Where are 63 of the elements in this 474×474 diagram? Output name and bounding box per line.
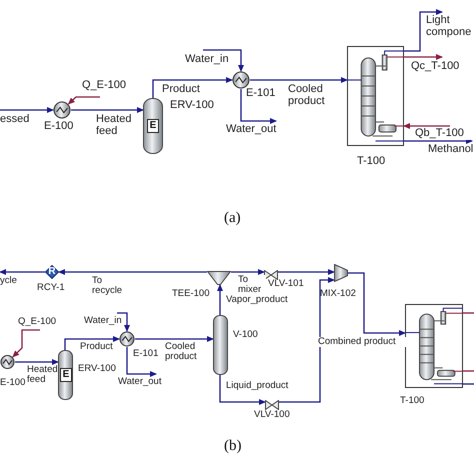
stream-arrow [126, 347, 157, 377]
stream-arrow [403, 123, 450, 129]
equipment-label: ERV-100 [78, 364, 116, 374]
heat-exchanger-symbol [53, 101, 71, 119]
equipment-label: V-100 [233, 330, 258, 340]
equipment-label: RCY-1 [37, 283, 65, 293]
equipment-label: MIX-102 [320, 289, 356, 299]
stream-arrow [217, 284, 223, 315]
stream-label: Qb_T-100 [415, 128, 470, 140]
panel-label: (a) [224, 210, 241, 227]
splitter-symbol [207, 271, 231, 285]
mixer-symbol [334, 264, 348, 282]
stream-arrow [152, 77, 233, 98]
stream-label: Heated feed [96, 114, 130, 138]
stream-label: Heated feed [27, 365, 57, 385]
stream-arrow [203, 49, 244, 72]
equipment-label: TEE-100 [172, 289, 210, 299]
stream-arrow [404, 9, 443, 52]
stream-label: Water_in [84, 316, 124, 326]
stream-arrow [278, 269, 335, 275]
heat-exchanger-symbol [232, 71, 250, 89]
equipment-label: T-100 [357, 156, 386, 168]
heat-exchanger-symbol [0, 354, 15, 370]
stream-arrow [15, 359, 59, 365]
stream-arrow [404, 138, 473, 144]
equipment-letter: E [61, 369, 71, 381]
vessel-symbol [213, 315, 228, 375]
distillation-column-drawing [405, 304, 463, 388]
valve-symbol [265, 397, 279, 407]
distillation-column-drawing [347, 46, 404, 146]
stream-arrow [348, 272, 406, 336]
stream-arrow [71, 107, 144, 113]
valve-symbol [264, 267, 278, 277]
stream-label: Combined product [318, 337, 408, 347]
heat-exchanger-symbol [119, 331, 135, 347]
stream-arrow [250, 77, 348, 83]
panel-label: (b) [224, 438, 242, 455]
stream-arrow [12, 329, 40, 358]
equipment-letter: E [148, 120, 158, 132]
equipment-label: ERV-100 [170, 100, 214, 112]
stream-label: Light compone [426, 15, 474, 38]
stream-arrow [0, 269, 45, 275]
equipment-label: VLV-100 [254, 410, 290, 420]
stream-arrow [117, 312, 130, 332]
equipment-letter: R [47, 266, 57, 278]
stream-label: To mixer [238, 275, 266, 295]
stream-arrow [68, 96, 100, 105]
stream-arrow [64, 336, 120, 350]
stream-arrow [0, 107, 54, 113]
stream-arrow [279, 277, 335, 403]
stream-arrow [219, 375, 266, 405]
equipment-label: T-100 [400, 396, 424, 406]
stream-arrow [58, 269, 207, 275]
equipment-label: E-101 [246, 88, 276, 100]
stream-arrow [404, 54, 443, 60]
equipment-label: VLV-101 [268, 279, 304, 289]
equipment-label: E-100 [44, 121, 74, 133]
stream-arrow [240, 89, 277, 124]
equipment-label: E-101 [133, 349, 158, 359]
stream-arrow [231, 269, 265, 275]
stream-arrow [135, 336, 214, 342]
equipment-label: E-100 [0, 378, 26, 388]
stream-label: Cooled product [288, 84, 328, 108]
